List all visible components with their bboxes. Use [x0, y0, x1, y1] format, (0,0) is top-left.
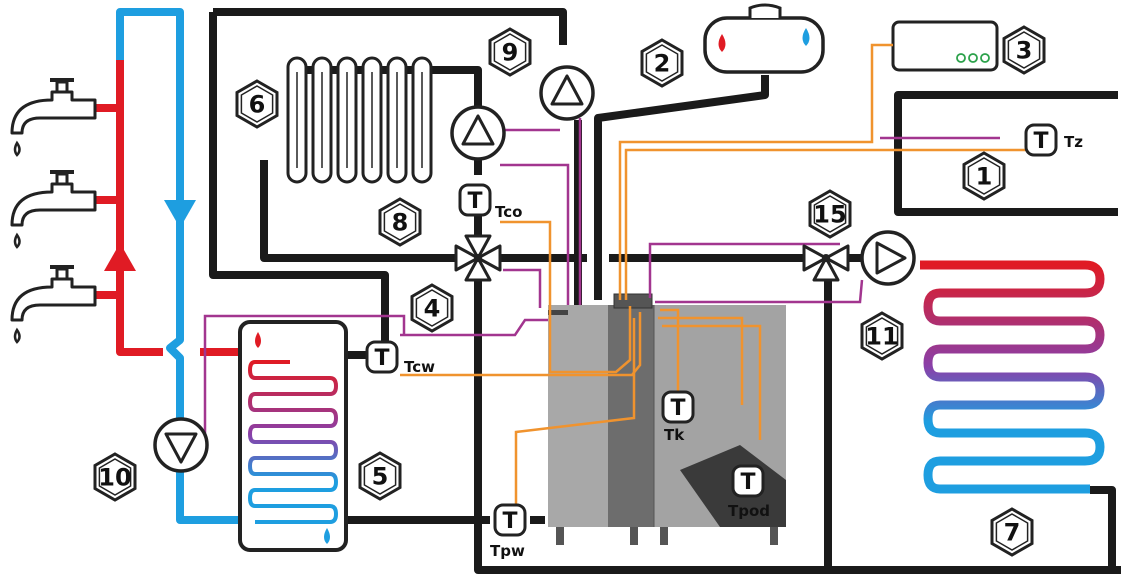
svg-text:Tpw: Tpw [490, 542, 525, 560]
badge-7: 7 [990, 507, 1034, 557]
badge-11: 11 [860, 311, 904, 361]
sensor-wires [400, 43, 1030, 505]
svg-text:10: 10 [98, 464, 131, 492]
radiator [286, 56, 433, 184]
badge-10: 10 [93, 452, 137, 502]
svg-text:T: T [1033, 129, 1048, 154]
badge-4: 4 [410, 283, 454, 333]
svg-text:9: 9 [502, 39, 519, 67]
sensor-tco: T Tco [458, 183, 522, 221]
tap-icon [10, 78, 97, 157]
hot-drop-icon [255, 332, 261, 348]
flow-arrow-down-icon [164, 200, 196, 228]
svg-text:T: T [502, 509, 517, 534]
badge-8: 8 [378, 197, 422, 247]
hot-drop-icon [718, 34, 726, 52]
badge-9: 9 [488, 27, 532, 77]
svg-text:Tz: Tz [1064, 133, 1083, 151]
svg-text:11: 11 [865, 323, 898, 351]
svg-text:4: 4 [424, 295, 441, 323]
control-wires [184, 118, 1000, 452]
pump-9 [539, 65, 595, 121]
svg-text:1: 1 [976, 163, 993, 191]
svg-text:T: T [467, 189, 482, 214]
pump-10 [153, 417, 209, 473]
badge-5: 5 [358, 451, 402, 501]
domestic-water-pipes [95, 8, 240, 524]
sensor-tpod: T Tpod [728, 464, 770, 520]
sensor-tcw: T Tcw [365, 340, 435, 376]
sensor-tk: T Tk [661, 390, 695, 444]
svg-text:7: 7 [1004, 519, 1021, 547]
cold-drop-icon [802, 28, 810, 46]
svg-text:Tpod: Tpod [728, 502, 770, 520]
mixing-valve-4 [454, 234, 502, 282]
svg-text:T: T [670, 396, 685, 421]
svg-text:3: 3 [1016, 37, 1033, 65]
svg-text:Tco: Tco [495, 203, 522, 221]
flow-arrow-up-icon [104, 243, 136, 271]
svg-text:6: 6 [249, 91, 266, 119]
svg-text:2: 2 [654, 50, 671, 78]
badge-6: 6 [235, 79, 279, 129]
underfloor-heating [920, 260, 1105, 494]
badge-2: 2 [640, 38, 684, 88]
badge-3: 3 [1002, 25, 1046, 75]
svg-text:8: 8 [392, 209, 409, 237]
pump-8 [450, 105, 506, 161]
pump-11 [860, 230, 916, 286]
hot-water-tank [238, 320, 348, 552]
badge-1: 1 [962, 151, 1006, 201]
tap-icon [10, 170, 97, 249]
tap-icon [10, 265, 97, 344]
water-taps [10, 78, 97, 344]
expansion-tank [703, 3, 825, 74]
svg-text:T: T [374, 346, 389, 371]
svg-text:T: T [740, 470, 755, 495]
badge-15: 15 [808, 189, 852, 239]
room-controller [891, 20, 999, 72]
svg-text:15: 15 [813, 201, 846, 229]
svg-text:Tcw: Tcw [404, 358, 435, 376]
svg-text:Tk: Tk [664, 426, 685, 444]
sensor-tpw: T Tpw [490, 503, 527, 560]
mixing-valve-15 [802, 244, 850, 282]
svg-text:5: 5 [372, 463, 389, 491]
sensor-tz: T Tz [1024, 123, 1083, 157]
cold-drop-icon [324, 528, 330, 544]
